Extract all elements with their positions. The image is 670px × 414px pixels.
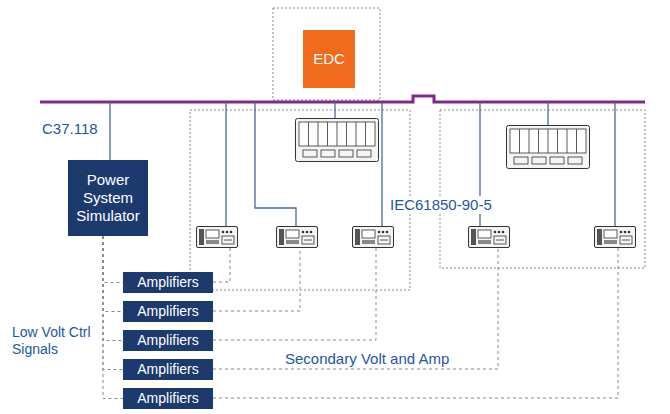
network-drop (225, 102, 226, 226)
signal-label: Low Volt Ctrl Signals (10, 324, 100, 358)
node-text: EDC (313, 50, 345, 68)
network-drop (109, 102, 110, 160)
control-signal-line (103, 236, 123, 283)
network-drops (110, 102, 615, 226)
amplifier-box: Amplifiers (123, 272, 213, 293)
pmu-device (469, 227, 510, 248)
system-box: EDC (303, 30, 355, 88)
pdc-rack (296, 119, 379, 162)
node-text: Amplifiers (137, 361, 198, 378)
pmu-device (277, 227, 318, 248)
control-signal-line (103, 236, 123, 312)
substation-boundary (440, 110, 645, 268)
network-drop (381, 102, 382, 226)
network-drop (334, 102, 335, 118)
control-center-boundary (273, 8, 380, 100)
control-signal-line (103, 236, 123, 341)
node-text: Amplifiers (137, 274, 198, 291)
pmu-device (353, 227, 394, 248)
protocol-label: C37.118 (40, 120, 100, 138)
pmu-device (595, 227, 636, 248)
simulator-box: Power System Simulator (68, 160, 148, 236)
amplifier-box: Amplifiers (123, 388, 213, 409)
communication-bus (40, 96, 645, 102)
secondary-wire (213, 248, 376, 340)
secondary-wire (213, 248, 618, 398)
amplifier-box: Amplifiers (123, 359, 213, 380)
network-drop (255, 102, 296, 226)
secondary-wires (213, 248, 618, 398)
secondary-wire (213, 248, 300, 311)
control-signal-line (103, 236, 123, 370)
amplifier-box: Amplifiers (123, 301, 213, 322)
amplifier-box: Amplifiers (123, 330, 213, 351)
network-drop (614, 102, 615, 226)
node-text: Amplifiers (137, 303, 198, 320)
secondary-wire (213, 248, 230, 282)
secondary-wire (213, 248, 498, 369)
control-signal-line (103, 236, 123, 399)
pdc-rack (507, 126, 590, 169)
network-drop (547, 102, 548, 125)
pmu-device (197, 227, 238, 248)
node-text: Amplifiers (137, 332, 198, 349)
node-text: Power System Simulator (72, 171, 144, 225)
signal-label: Secondary Volt and Amp (283, 350, 451, 368)
node-text: Amplifiers (137, 390, 198, 407)
protocol-label: IEC61850-90-5 (388, 196, 494, 214)
